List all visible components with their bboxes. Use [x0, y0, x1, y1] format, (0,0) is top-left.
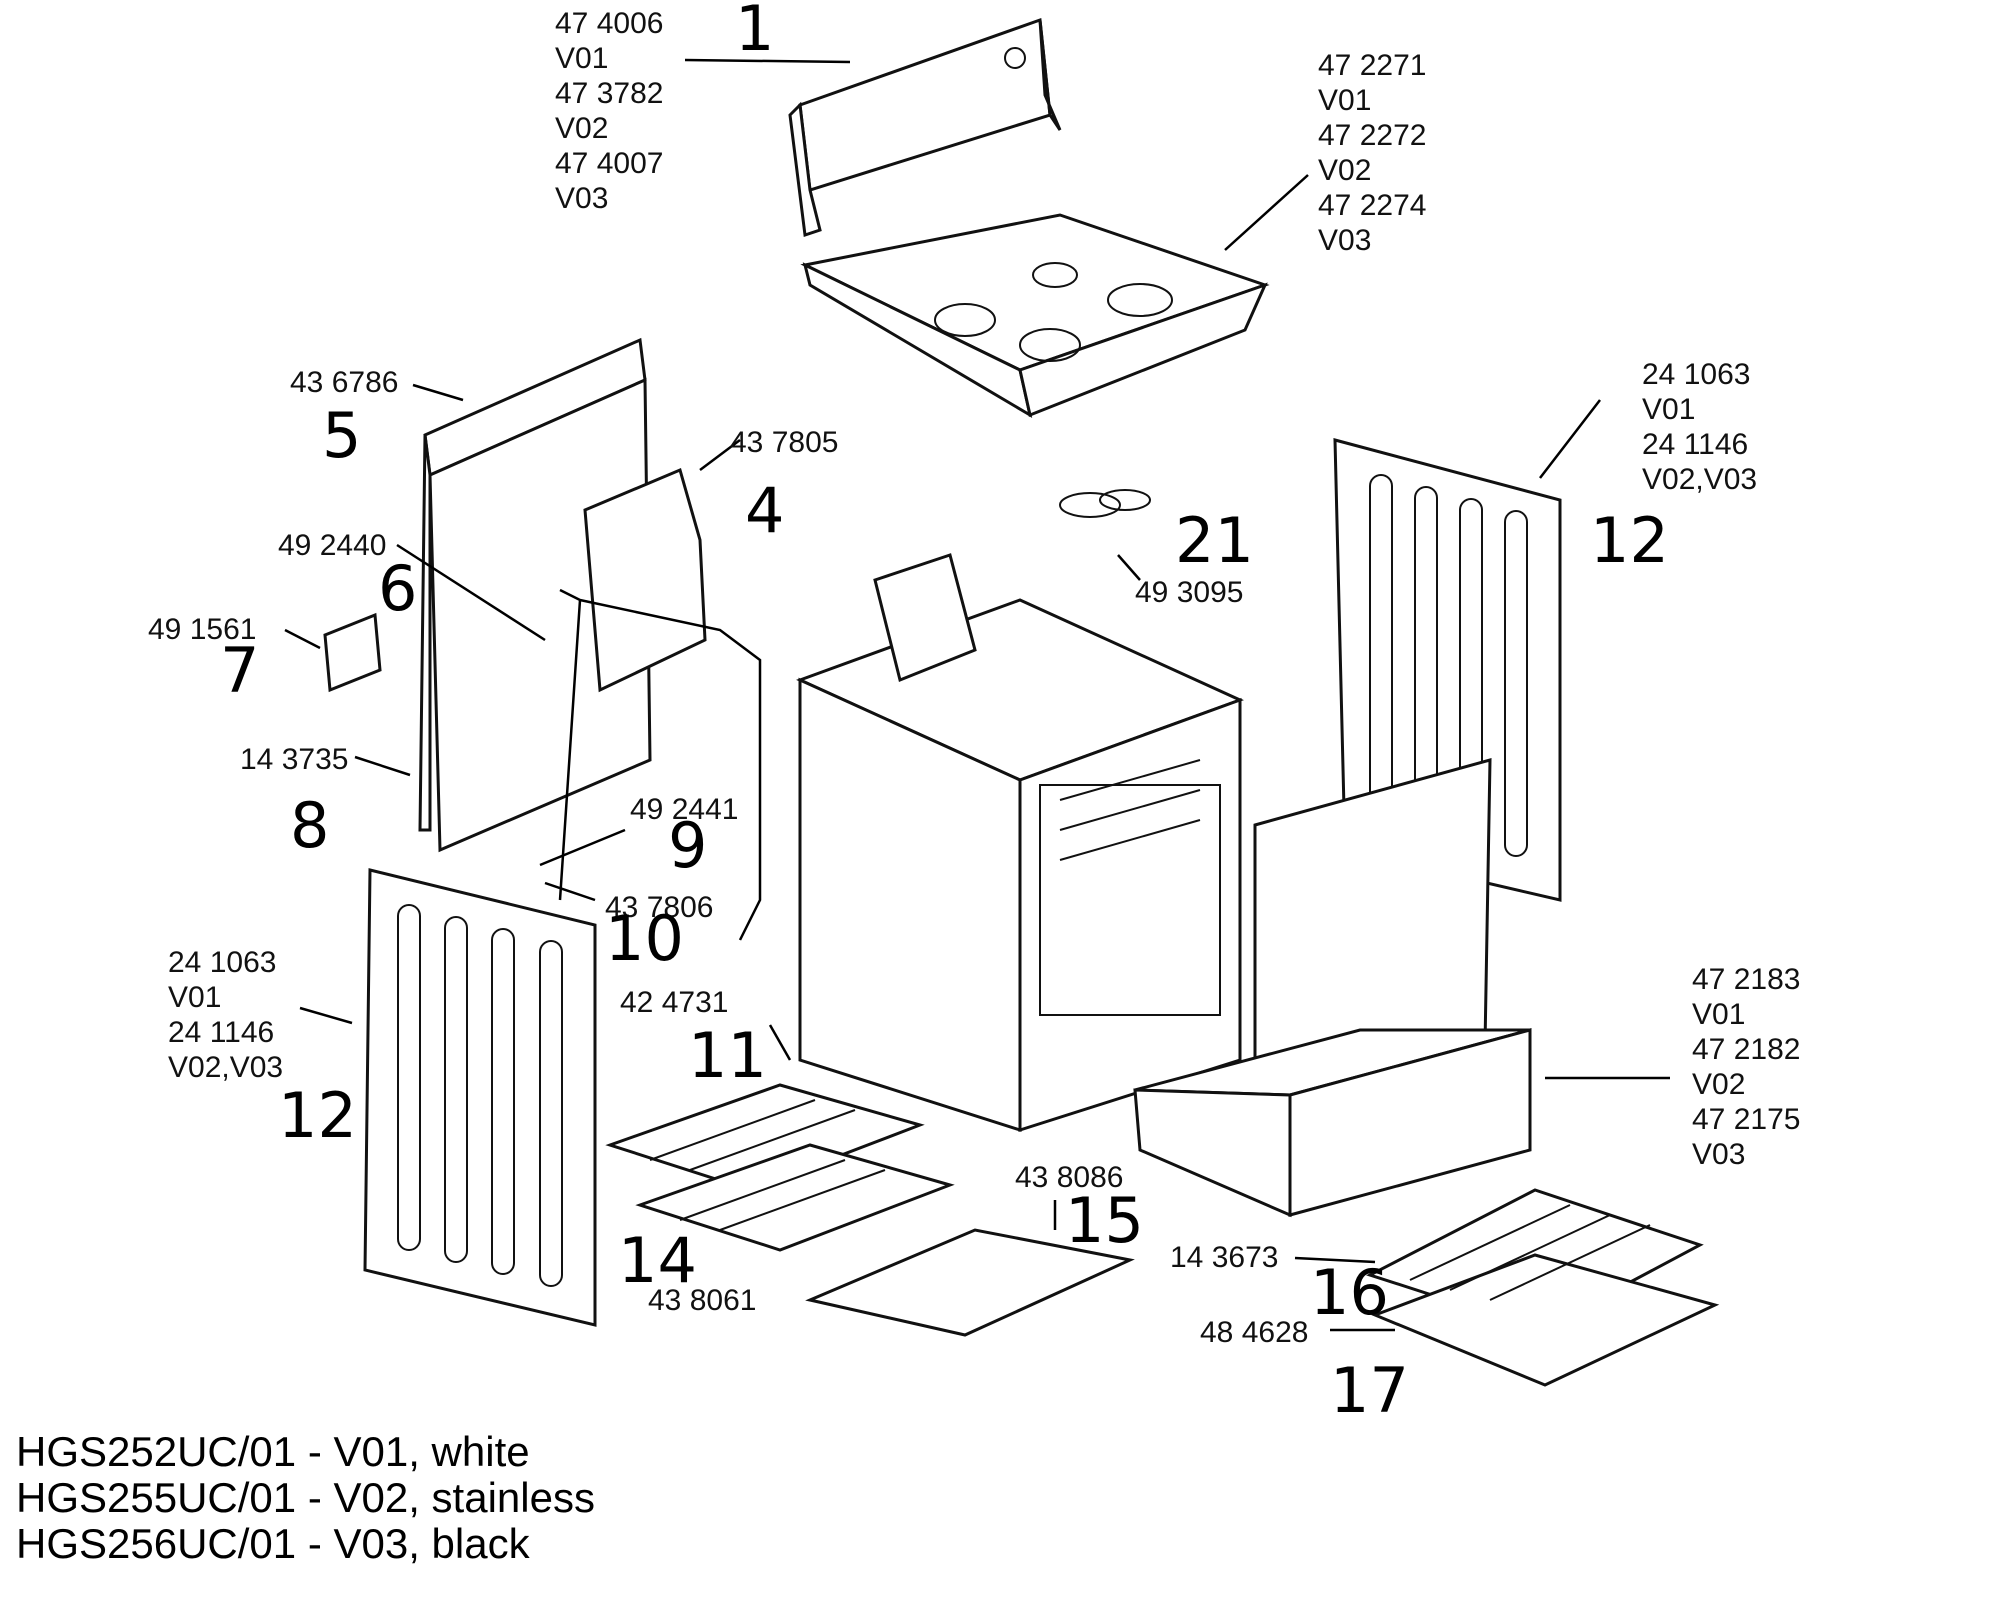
part-code-6: 49 2440 [278, 529, 387, 562]
part-code: V01 [555, 42, 609, 75]
part-code: 47 2182 [1692, 1033, 1801, 1066]
part-number-12-left: 12 [278, 1079, 357, 1152]
part-number-6: 6 [378, 552, 418, 625]
part-code: 47 2272 [1318, 119, 1427, 152]
oven-rack-part [605, 1083, 955, 1252]
part-code: 47 4007 [555, 147, 664, 180]
part-codes-12-left: 24 1063 V01 24 1146 V02,V03 [168, 945, 283, 1085]
part-code: 24 1063 [168, 946, 277, 979]
part-code: V03 [1692, 1138, 1746, 1171]
part-code: V01 [1692, 998, 1746, 1031]
part-number-17: 17 [1330, 1354, 1409, 1427]
part-code-16: 14 3673 [1170, 1241, 1279, 1274]
part-code: 24 1146 [168, 1016, 275, 1049]
part-number-16: 16 [1310, 1256, 1389, 1329]
model-number: HGS256UC/01 [16, 1520, 297, 1567]
part-codes-1: 47 4006 V01 47 3782 V02 47 4007 V03 [555, 6, 663, 216]
part-code-9: 49 2441 [630, 793, 739, 826]
part-code: V02 [1692, 1068, 1746, 1101]
part-code: 47 4006 [555, 7, 664, 40]
part-code-8: 14 3735 [240, 743, 349, 776]
part-codes-drawer: 47 2183 V01 47 2182 V02 47 2175 V03 [1692, 962, 1800, 1172]
backguard-part [788, 17, 1062, 238]
part-code: V02 [1318, 154, 1372, 187]
part-code: V01 [168, 981, 222, 1014]
model-color: white [431, 1428, 530, 1475]
part-code-5: 43 6786 [290, 366, 399, 399]
part-code-17: 48 4628 [1200, 1316, 1309, 1349]
bracket-part [583, 467, 707, 693]
model-row: HGS256UC/01 - V03, black [16, 1520, 530, 1568]
model-variant: - V01, [307, 1428, 420, 1475]
storage-drawer-part [1133, 1028, 1532, 1218]
valve-cluster-part [1059, 489, 1151, 518]
part-number-8: 8 [290, 789, 330, 862]
part-code: 47 3782 [555, 77, 664, 110]
part-code: 24 1146 [1642, 428, 1749, 461]
part-code: V02,V03 [1642, 463, 1758, 496]
model-number: HGS252UC/01 [16, 1428, 297, 1475]
part-number-7: 7 [220, 634, 260, 707]
back-panel-part [418, 337, 652, 853]
model-row: HGS255UC/01 - V02, stainless [16, 1474, 595, 1522]
side-panel-left-part [363, 868, 597, 1327]
part-code-10: 43 7806 [605, 891, 714, 924]
part-code-14: 43 8061 [648, 1284, 757, 1317]
part-code-4: 43 7805 [730, 426, 839, 459]
part-code: V02 [555, 112, 609, 145]
part-codes-cooktop: 47 2271 V01 47 2272 V02 47 2274 V03 [1318, 48, 1426, 258]
model-number: HGS255UC/01 [16, 1474, 297, 1521]
model-variant: - V03, [307, 1520, 420, 1567]
part-code: 24 1063 [1642, 358, 1751, 391]
cooktop-part [800, 213, 1270, 419]
model-color: black [431, 1520, 530, 1567]
part-code: V03 [1318, 224, 1372, 257]
model-variant: - V02, [307, 1474, 420, 1521]
part-code-15: 43 8086 [1015, 1161, 1124, 1194]
part-codes-12-right: 24 1063 V01 24 1146 V02,V03 [1642, 357, 1757, 497]
part-number-1: 1 [735, 0, 775, 65]
part-code: 47 2274 [1318, 189, 1427, 222]
part-number-9: 9 [668, 809, 708, 882]
part-code: V03 [555, 182, 609, 215]
model-row: HGS252UC/01 - V01, white [16, 1428, 530, 1476]
model-color: stainless [431, 1474, 595, 1521]
part-code-21: 49 3095 [1135, 576, 1244, 609]
part-code-11: 42 4731 [620, 986, 729, 1019]
cover-plate-part [323, 612, 382, 693]
part-number-4: 4 [745, 474, 785, 547]
gas-tube-part [558, 588, 762, 941]
part-code: V02,V03 [168, 1051, 284, 1084]
oven-body-part [796, 553, 1244, 1133]
part-code: 47 2175 [1692, 1103, 1801, 1136]
part-number-5: 5 [322, 399, 362, 472]
part-number-10: 10 [605, 902, 684, 975]
part-number-11: 11 [688, 1019, 767, 1092]
broil-pan-part [1366, 1188, 1720, 1387]
part-number-14: 14 [618, 1224, 697, 1297]
roll-out-rack-part [805, 1228, 1135, 1337]
part-code: V01 [1642, 393, 1696, 426]
leader-lines [284, 58, 1670, 1332]
part-number-12-right: 12 [1590, 504, 1669, 577]
part-code: V01 [1318, 84, 1372, 117]
part-code: 47 2183 [1692, 963, 1801, 996]
part-code-7: 49 1561 [148, 613, 257, 646]
part-number-21: 21 [1175, 504, 1254, 577]
part-number-15: 15 [1065, 1184, 1144, 1257]
part-code: 47 2271 [1318, 49, 1427, 82]
